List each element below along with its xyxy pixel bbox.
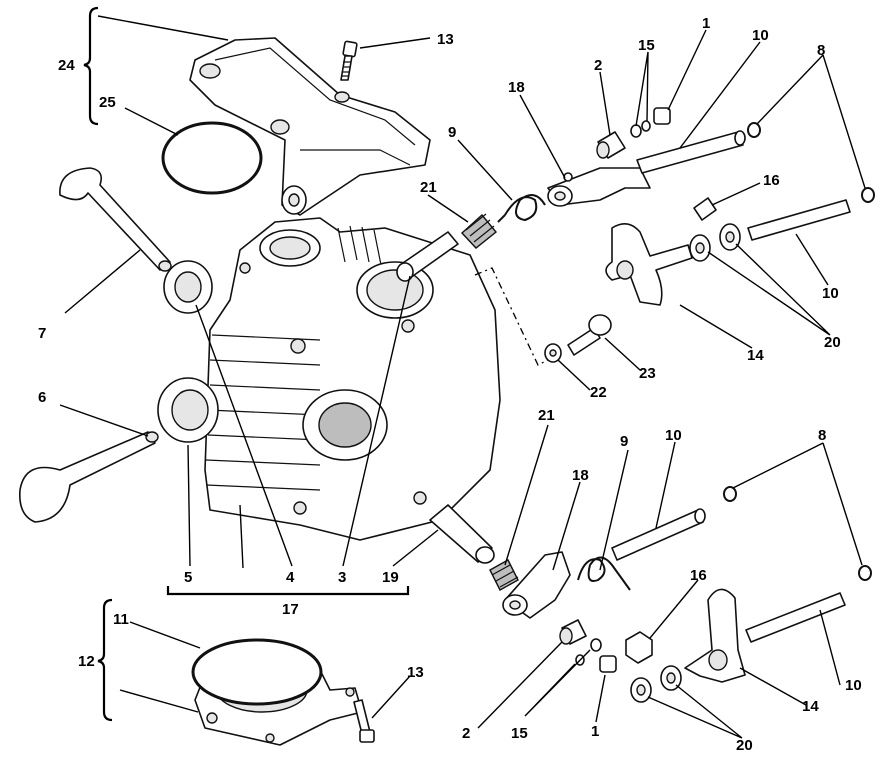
cam-cover-part [189, 37, 431, 216]
seal-top-part [163, 260, 213, 314]
callout-9-bottom: 9 [620, 433, 628, 450]
cap-bottom-part [599, 655, 617, 673]
leader-lines [59, 15, 866, 739]
shaft-top-b-part [747, 199, 851, 241]
callout-1-top: 1 [702, 15, 710, 32]
callout-16-top: 16 [763, 172, 780, 189]
spring-small-bottom-part [489, 559, 519, 591]
callout-19: 19 [382, 569, 399, 586]
bushing-top-part [596, 131, 626, 159]
shim-top-b-part [641, 120, 651, 132]
callout-1-bottom: 1 [591, 723, 599, 740]
callout-5: 5 [184, 569, 192, 586]
bushing-bottom-part [559, 619, 587, 645]
valve-guide-top-part [396, 231, 459, 282]
cylinder-head-part [204, 217, 501, 541]
callout-17: 17 [282, 601, 299, 618]
rocker-arm-bottom-part [502, 551, 571, 619]
callout-numbers: 24 25 13 7 6 5 4 3 19 17 18 9 21 2 15 1 … [38, 15, 862, 754]
callout-13-bottom: 13 [407, 664, 424, 681]
bracket-12 [97, 598, 113, 722]
callout-10-bottom-a: 10 [665, 427, 682, 444]
callout-11: 11 [113, 611, 129, 628]
callout-6: 6 [38, 389, 46, 406]
rocker-arm-b-bottom-part [684, 588, 746, 683]
circlip-top-a-part [747, 122, 761, 138]
nut-bottom-part [625, 631, 653, 664]
o-ring-bottom-part [191, 638, 323, 706]
callout-2-top: 2 [594, 57, 602, 74]
circlip-bottom-a-part [723, 486, 737, 502]
callout-14-top: 14 [747, 347, 764, 364]
callout-24: 24 [58, 57, 75, 74]
callout-20-top: 20 [824, 334, 841, 351]
valve-guide-bottom-part [429, 504, 495, 564]
callout-2-bottom: 2 [462, 725, 470, 742]
rocker-arm-top-part [547, 167, 651, 207]
shim-top-a-part [630, 124, 642, 138]
callout-21-bottom: 21 [538, 407, 555, 424]
shaft-bottom-a-part [611, 508, 706, 561]
assembly-axis-line [474, 267, 549, 366]
torsion-spring-top-part [497, 194, 546, 223]
spacer-top-part [693, 197, 717, 221]
spring-small-top-part [461, 213, 497, 249]
callout-10-bottom-b: 10 [845, 677, 862, 694]
callout-7: 7 [38, 325, 46, 342]
callout-15-bottom: 15 [511, 725, 528, 742]
valve-bottom-part [18, 431, 159, 523]
circlip-bottom-b-part [858, 565, 872, 581]
screw-top-part [340, 40, 358, 81]
rocker-arm-b-top-part [605, 223, 693, 306]
callout-18-top: 18 [508, 79, 525, 96]
cap-top-part [653, 107, 671, 125]
shaft-bottom-b-part [745, 592, 846, 643]
valve-top-part [59, 167, 172, 272]
callout-13-top: 13 [437, 31, 454, 48]
callout-22: 22 [590, 384, 607, 401]
washers-bottom-part [630, 665, 682, 703]
callout-20-bottom: 20 [736, 737, 753, 754]
bolt-23-part [567, 314, 612, 356]
washers-top-part [689, 223, 741, 262]
shaft-top-a-part [636, 130, 746, 174]
screw-bottom-part [353, 699, 375, 743]
bracket-24 [83, 6, 99, 126]
circlip-top-b-part [861, 187, 875, 203]
callout-14-bottom: 14 [802, 698, 819, 715]
callout-4: 4 [286, 569, 295, 586]
callout-25: 25 [99, 94, 116, 111]
callout-12: 12 [78, 653, 95, 670]
o-ring-part [161, 121, 263, 195]
callout-23: 23 [639, 365, 656, 382]
callout-16-bottom: 16 [690, 567, 707, 584]
callout-3: 3 [338, 569, 346, 586]
callout-8-top: 8 [817, 42, 825, 59]
callout-10-top-b: 10 [822, 285, 839, 302]
callout-18-bottom: 18 [572, 467, 589, 484]
torsion-spring-bottom-part [577, 556, 631, 591]
washer-22-part [544, 343, 562, 363]
callout-9-top: 9 [448, 124, 456, 141]
seat-ring-part [157, 377, 219, 443]
callout-10-top-a: 10 [752, 27, 769, 44]
shim-bottom-a-part [590, 638, 602, 652]
callout-8-bottom: 8 [818, 427, 826, 444]
callout-21-top: 21 [420, 179, 437, 196]
callout-15-top: 15 [638, 37, 655, 54]
bracket-17 [166, 586, 410, 596]
